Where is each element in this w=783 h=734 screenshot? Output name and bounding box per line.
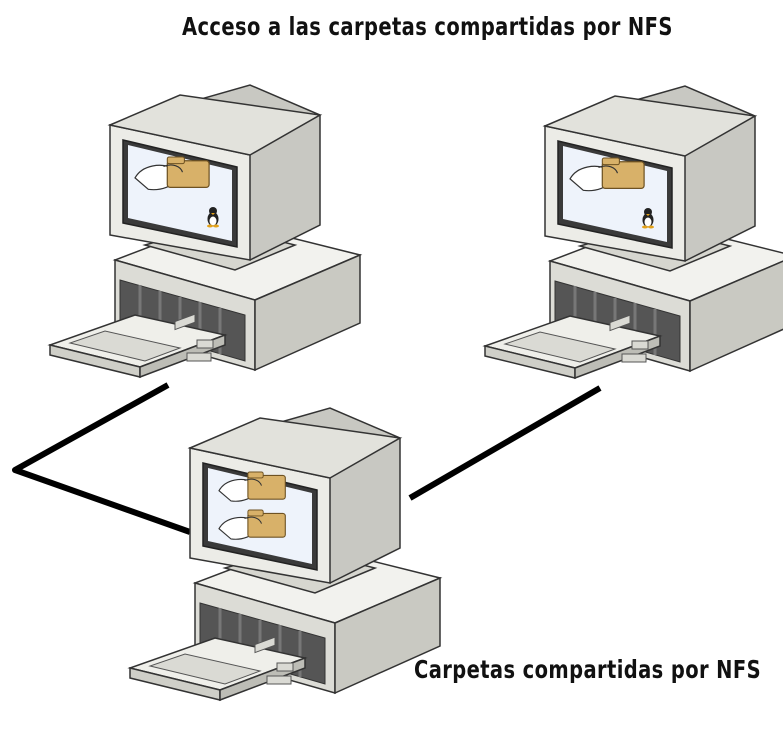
- cable-right: [408, 385, 602, 501]
- nfs-server-computer: [128, 406, 442, 702]
- client-computer-right: [483, 84, 783, 380]
- network-cables: [12, 382, 602, 535]
- cable-left: [12, 382, 192, 535]
- clients-caption: Acceso a las carpetas compartidas por NF…: [182, 12, 673, 41]
- client-computer-left: [48, 83, 362, 379]
- server-caption: Carpetas compartidas por NFS: [414, 655, 762, 684]
